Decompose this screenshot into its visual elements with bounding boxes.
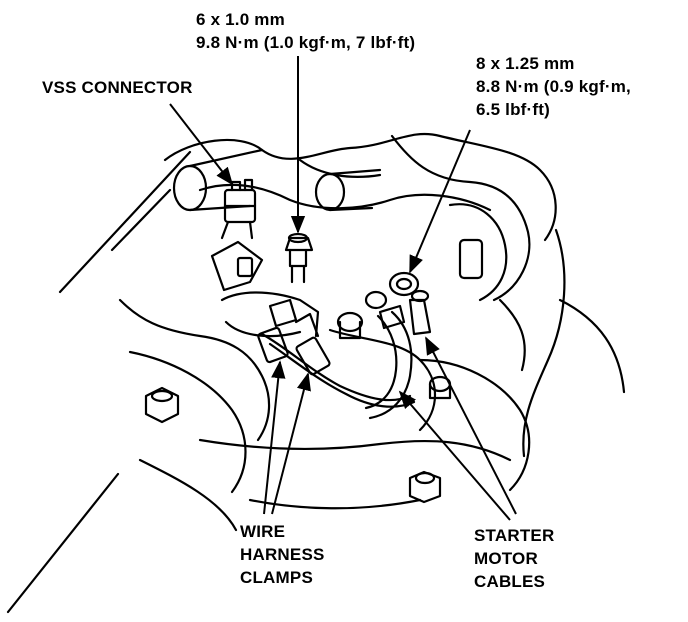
engine-curve-right-2 [298,158,382,178]
starter-motor-cables-line-1: STARTER [474,526,555,545]
starter-motor-cables-part [364,289,432,420]
bolt-8mm-torque-cont: 6.5 lbf·ft) [476,100,550,119]
outer-housing-right [522,228,566,458]
starter-motor-cables-label: STARTER MOTOR CABLES [474,524,554,593]
engine-curve-right [390,134,531,302]
bolt-6mm-size: 6 x 1.0 mm [196,10,285,29]
leader-line-cable-1 [398,390,511,521]
vss-sensor-body [210,240,320,338]
bolt-8mm-part [336,271,420,340]
leader-line-bolt-8mm [409,129,471,274]
lower-housing-bottom-2 [248,498,422,510]
vss-connector-label: VSS CONNECTOR [42,78,193,97]
bolt-8mm-size: 8 x 1.25 mm [476,54,575,73]
tube-end-center [314,172,346,212]
wire-harness-clamps-line-2: HARNESS [240,545,325,564]
lower-housing-bottom [198,438,512,462]
leader-line-vss-connector [169,103,234,186]
lower-housing-edge [418,358,531,492]
outer-housing-far-right [558,298,626,394]
bolt-8mm-label: 8 x 1.25 mm 8.8 N·m (0.9 kgf·m, 6.5 lbf·… [476,52,631,121]
starter-motor-cables-line-2: MOTOR [474,549,538,568]
pipe-right-lower [498,298,526,372]
wire-harness-clamps-label: WIRE HARNESS CLAMPS [240,520,325,589]
bolt-6mm-torque: 9.8 N·m (1.0 kgf·m, 7 lbf·ft) [196,33,416,52]
bolt-6mm-part [284,232,314,284]
tube-body-center [328,168,382,212]
lower-housing-left [118,298,271,442]
bolt-8mm-torque: 8.8 N·m (0.9 kgf·m, [476,77,631,96]
wire-harness [260,332,412,402]
vss-connector-part [220,178,257,240]
wire-harness-clamps-line-1: WIRE [240,522,286,541]
housing-edge-left-3 [6,472,120,614]
pipe-right [448,203,508,302]
pipe-clamp-right [458,238,484,280]
leader-line-clamp-1 [263,360,286,515]
housing-bolt-right [408,470,442,504]
leader-line-clamp-2 [271,372,311,515]
housing-bolt-left [144,386,180,424]
tube-end-left [172,164,208,212]
starter-motor-cables-line-3: CABLES [474,572,546,591]
outer-housing-low [138,458,238,532]
bolt-6mm-label: 6 x 1.0 mm 9.8 N·m (1.0 kgf·m, 7 lbf·ft) [196,8,415,54]
wire-harness-clamps-line-3: CLAMPS [240,568,313,587]
lower-housing-curve [128,350,247,494]
wire-harness-clamp-2 [294,312,331,376]
housing-edge-left-1 [58,150,192,294]
housing-edge-left-2 [110,188,172,252]
leader-line-cable-2 [425,336,517,515]
wire-harness-clamp-1 [257,326,289,364]
